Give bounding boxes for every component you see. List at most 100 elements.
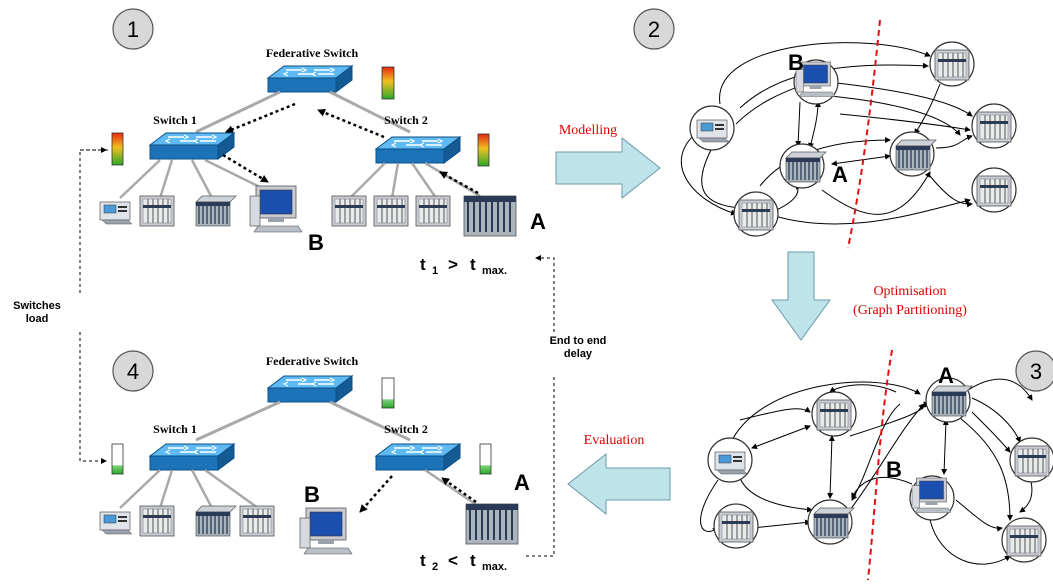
- graph-2-plc-a-node: [785, 151, 827, 183]
- graph-3-desk-node: [714, 451, 748, 475]
- graph-3-rack-node: [1006, 525, 1042, 557]
- step-3-number: 3: [1030, 359, 1042, 384]
- graph-3-plc-a-node: [931, 385, 973, 417]
- panel-4-network: Federative Switch Switch 1 Switch 2 B: [99, 354, 530, 573]
- switch1-load-gauge: [111, 132, 124, 166]
- optimisation-sub-label: (Graph Partitioning): [853, 303, 967, 318]
- flow-arrow-a-to-switch2: [439, 170, 479, 195]
- graph-2-rack-node: [738, 199, 774, 231]
- switches-load-loop: Switches load: [13, 147, 112, 464]
- rack-icon: [139, 505, 175, 537]
- step-2-badge: 2: [633, 8, 675, 50]
- optimisation-label: Optimisation: [873, 284, 946, 299]
- link-fed-switch1: [195, 400, 281, 442]
- evaluation-step: Evaluation: [567, 433, 671, 516]
- graph-3-node-a-label: A: [938, 363, 954, 388]
- computer-b-icon: [249, 185, 303, 233]
- flow-arrow-switch2-to-b: [359, 475, 393, 513]
- optimisation-step: Optimisation (Graph Partitioning): [771, 251, 967, 341]
- t2-operator: <: [448, 551, 458, 570]
- federative-switch-icon: [267, 65, 353, 93]
- node-a-label: A: [514, 470, 530, 495]
- node-a-label: A: [530, 209, 546, 234]
- delay-inequality: t 2 < t max.: [420, 551, 507, 573]
- federative-switch-icon: [267, 375, 353, 403]
- step-2-number: 2: [648, 17, 660, 42]
- tmax-var: t: [470, 255, 476, 274]
- switch2-icon: [375, 443, 461, 471]
- graph-3-rack-node: [718, 511, 754, 543]
- switch2-load-gauge: [479, 443, 492, 475]
- end-to-end-delay-loop: End to end delay: [526, 255, 607, 557]
- step-1-badge: 1: [112, 8, 154, 50]
- graph-3-partitioned: A B: [700, 349, 1053, 581]
- t2-sub: 2: [432, 561, 438, 573]
- tmax-sub: max.: [482, 561, 507, 573]
- plc-icon: [195, 195, 237, 227]
- graph-2-rack-node: [976, 175, 1012, 207]
- switch2-links: [424, 468, 479, 508]
- evaluation-label: Evaluation: [584, 433, 645, 448]
- switch1-icon: [149, 132, 235, 160]
- step-1-number: 1: [127, 17, 139, 42]
- switch1-label: Switch 1: [153, 422, 197, 436]
- rack-icon: [139, 195, 175, 227]
- desk-unit-icon: [99, 511, 133, 535]
- switch2-label: Switch 2: [384, 422, 428, 436]
- optimisation-arrow: [771, 251, 831, 341]
- federative-switch-label: Federative Switch: [266, 354, 359, 368]
- link-fed-switch2: [329, 400, 411, 442]
- federative-load-gauge: [381, 377, 395, 409]
- node-b-label: B: [308, 230, 324, 255]
- switch1-icon: [149, 443, 235, 471]
- modelling-label: Modelling: [559, 123, 617, 138]
- switch1-label: Switch 1: [153, 113, 197, 127]
- graph-3-rack-node: [816, 399, 852, 431]
- flow-arrow-switch1-to-b: [222, 153, 269, 184]
- plc-a-icon: [463, 195, 517, 237]
- plc-icon: [195, 505, 237, 537]
- switch2-icon: [375, 136, 461, 164]
- switches-load-label-line2: load: [26, 313, 49, 325]
- switch1-load-gauge: [111, 443, 124, 475]
- graph-3-partition-line: [867, 349, 893, 581]
- rack-icon: [331, 195, 367, 227]
- t1-operator: >: [448, 255, 458, 274]
- graph-3-rack-node: [1014, 445, 1050, 477]
- graph-2-rack-node: [976, 111, 1012, 143]
- switch2-links: [349, 161, 481, 199]
- t2-var: t: [420, 551, 426, 570]
- graph-2-edges: [680, 42, 973, 225]
- graph-3-edges: [700, 378, 1033, 565]
- link-fed-switch2: [329, 90, 411, 134]
- rack-icon: [415, 195, 451, 227]
- evaluation-arrow: [567, 452, 671, 516]
- tmax-sub: max.: [482, 265, 507, 277]
- t1-sub: 1: [432, 265, 438, 277]
- federative-load-gauge: [381, 66, 395, 100]
- flow-arrow-a-to-switch2: [441, 476, 477, 504]
- t1-var: t: [420, 255, 426, 274]
- graph-3-plc-node: [813, 507, 855, 539]
- switch1-links: [119, 158, 271, 199]
- panel-1-network: Federative Switch Switch 1 Switch 2: [99, 46, 546, 277]
- modelling-arrow: [555, 136, 661, 200]
- modelling-step: Modelling: [555, 123, 661, 200]
- delay-inequality: t 1 > t max.: [420, 255, 507, 277]
- tmax-var: t: [470, 551, 476, 570]
- delay-label-line1: End to end: [550, 335, 607, 347]
- graph-2-desk-node: [696, 119, 730, 143]
- switch2-load-gauge: [477, 133, 490, 167]
- plc-a-icon: [465, 503, 519, 545]
- rack-icon: [239, 505, 275, 537]
- federative-switch-label: Federative Switch: [266, 46, 359, 60]
- switch1-links: [119, 468, 259, 510]
- graph-2-plc-node: [895, 139, 937, 171]
- graph-2-node-b-label: B: [788, 50, 804, 75]
- graph-2-node-a-label: A: [832, 162, 848, 187]
- node-b-label: B: [304, 482, 320, 507]
- step-4-number: 4: [127, 359, 139, 384]
- computer-b-icon: [299, 507, 353, 555]
